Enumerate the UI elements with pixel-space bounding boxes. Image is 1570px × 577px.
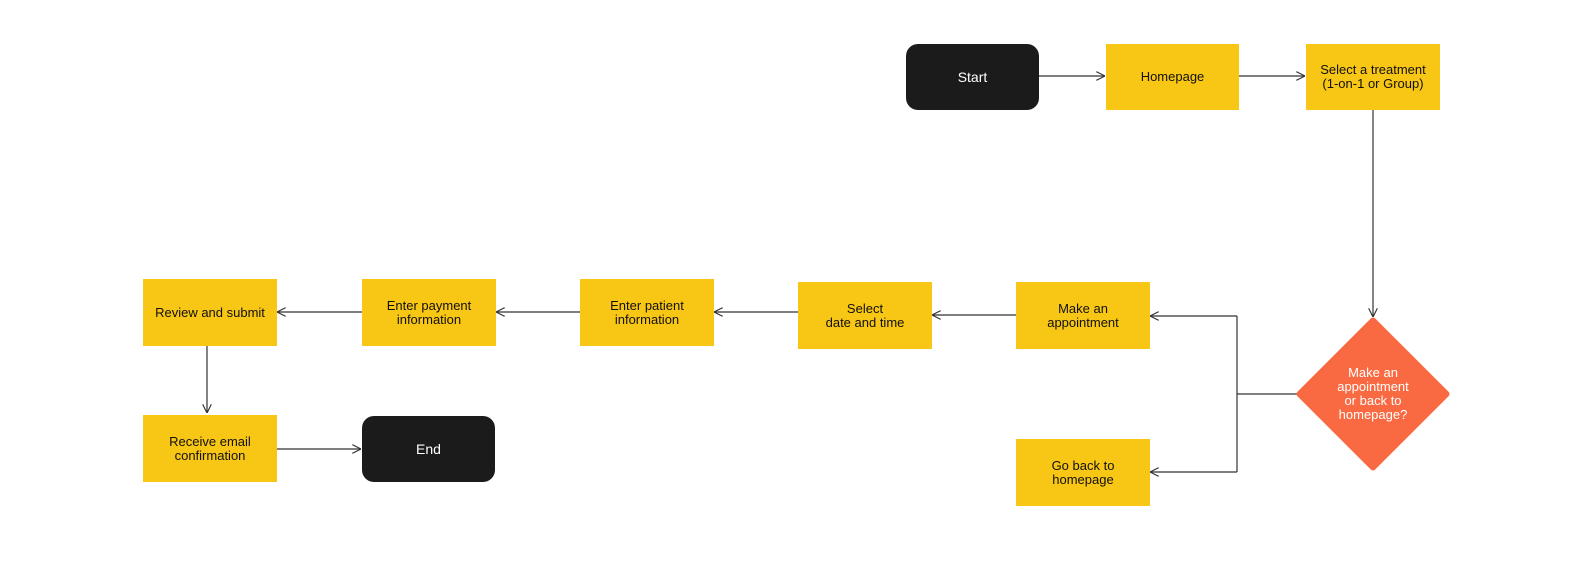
patient-info-node-label: Enter patient information (610, 297, 684, 327)
review-submit-node: Review and submit (143, 279, 277, 346)
select-treatment-node: Select a treatment (1-on-1 or Group) (1306, 44, 1440, 110)
go-back-node-label: Go back to homepage (1051, 457, 1115, 487)
select-treatment-node-label: Select a treatment (1-on-1 or Group) (1320, 62, 1426, 91)
select-date-node: Select date and time (798, 282, 932, 349)
edge-decision-branch-trunk (1236, 316, 1297, 472)
select-date-node-label: Select date and time (825, 300, 905, 330)
start-node: Start (906, 44, 1039, 110)
decision-node: Make an appointment or back to homepage? (1295, 316, 1451, 472)
review-submit-node-label: Review and submit (155, 304, 265, 320)
payment-info-node: Enter payment information (362, 279, 496, 346)
make-appointment-node: Make an appointment (1016, 282, 1150, 349)
go-back-node: Go back to homepage (1016, 439, 1150, 506)
payment-info-node-label: Enter payment information (386, 297, 472, 327)
receive-email-node: Receive email confirmation (143, 415, 277, 482)
start-node-label: Start (957, 69, 988, 85)
decision-node-label: Make an appointment or back to homepage? (1337, 365, 1409, 422)
end-node: End (362, 416, 495, 482)
homepage-node: Homepage (1106, 44, 1239, 110)
receive-email-node-label: Receive email confirmation (169, 433, 251, 463)
make-appointment-node-label: Make an appointment (1047, 300, 1119, 330)
patient-info-node: Enter patient information (580, 279, 714, 346)
homepage-node-label: Homepage (1140, 69, 1205, 84)
end-node-label: End (416, 441, 441, 457)
